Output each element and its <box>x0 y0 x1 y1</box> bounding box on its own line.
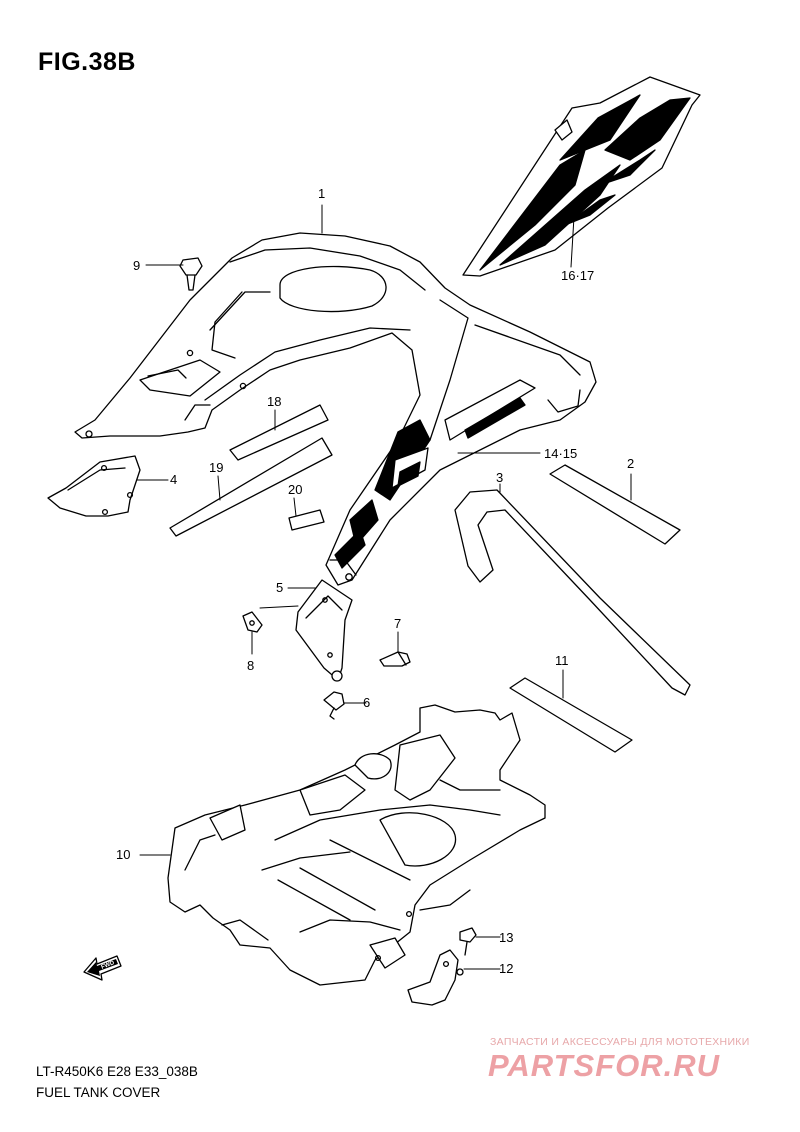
pad-18 <box>229 404 329 461</box>
bar-3 <box>454 489 691 696</box>
bracket-4 <box>47 455 141 517</box>
watermark-logo: PARTSFOR.RU <box>488 1048 721 1083</box>
callout-2: 2 <box>627 456 634 471</box>
callout-6: 6 <box>363 695 370 710</box>
decal-16-17 <box>462 76 701 277</box>
pad-2 <box>549 464 681 545</box>
pad-20 <box>288 509 325 531</box>
callout-9: 9 <box>133 258 140 273</box>
bracket-5 <box>295 579 353 681</box>
screw-6 <box>323 670 345 720</box>
model-code: LT-R450K6 E28 E33_038B <box>36 1064 198 1079</box>
callout-labels: 1 9 16·17 18 14·15 2 19 4 3 20 5 7 8 11 … <box>116 186 634 976</box>
clip-nut-8 <box>242 611 263 633</box>
callout-13: 13 <box>499 930 513 945</box>
callout-11: 11 <box>555 653 569 668</box>
fuel-tank-cover-1 <box>74 232 597 586</box>
callout-10: 10 <box>116 847 130 862</box>
fwd-arrow-icon: FWD <box>83 955 122 981</box>
callout-8: 8 <box>247 658 254 673</box>
callout-20: 20 <box>288 482 302 497</box>
callout-16-17: 16·17 <box>561 268 594 283</box>
callout-3: 3 <box>496 470 503 485</box>
pad-11 <box>509 677 633 753</box>
callout-7: 7 <box>394 616 401 631</box>
fig-title: FIG.38B <box>38 48 136 76</box>
callout-19: 19 <box>209 460 223 475</box>
watermark-tagline: ЗАПЧАСТИ И АКСЕССУАРЫ ДЛЯ МОТОТЕХНИКИ <box>490 1036 750 1048</box>
callout-14-15: 14·15 <box>544 446 577 461</box>
fwd-label: FWD <box>100 960 116 971</box>
callout-4: 4 <box>170 472 177 487</box>
screw-13 <box>459 927 477 956</box>
callout-18: 18 <box>267 394 281 409</box>
callout-12: 12 <box>499 961 513 976</box>
screw-7 <box>379 651 411 667</box>
callout-5: 5 <box>276 580 283 595</box>
push-rivet-9 <box>179 257 203 291</box>
pad-19 <box>169 437 333 537</box>
bracket-12 <box>407 949 464 1006</box>
leader-lines <box>136 199 632 970</box>
callout-1: 1 <box>318 186 325 201</box>
figure-name: FUEL TANK COVER <box>36 1085 161 1100</box>
under-tray-10 <box>167 704 546 986</box>
